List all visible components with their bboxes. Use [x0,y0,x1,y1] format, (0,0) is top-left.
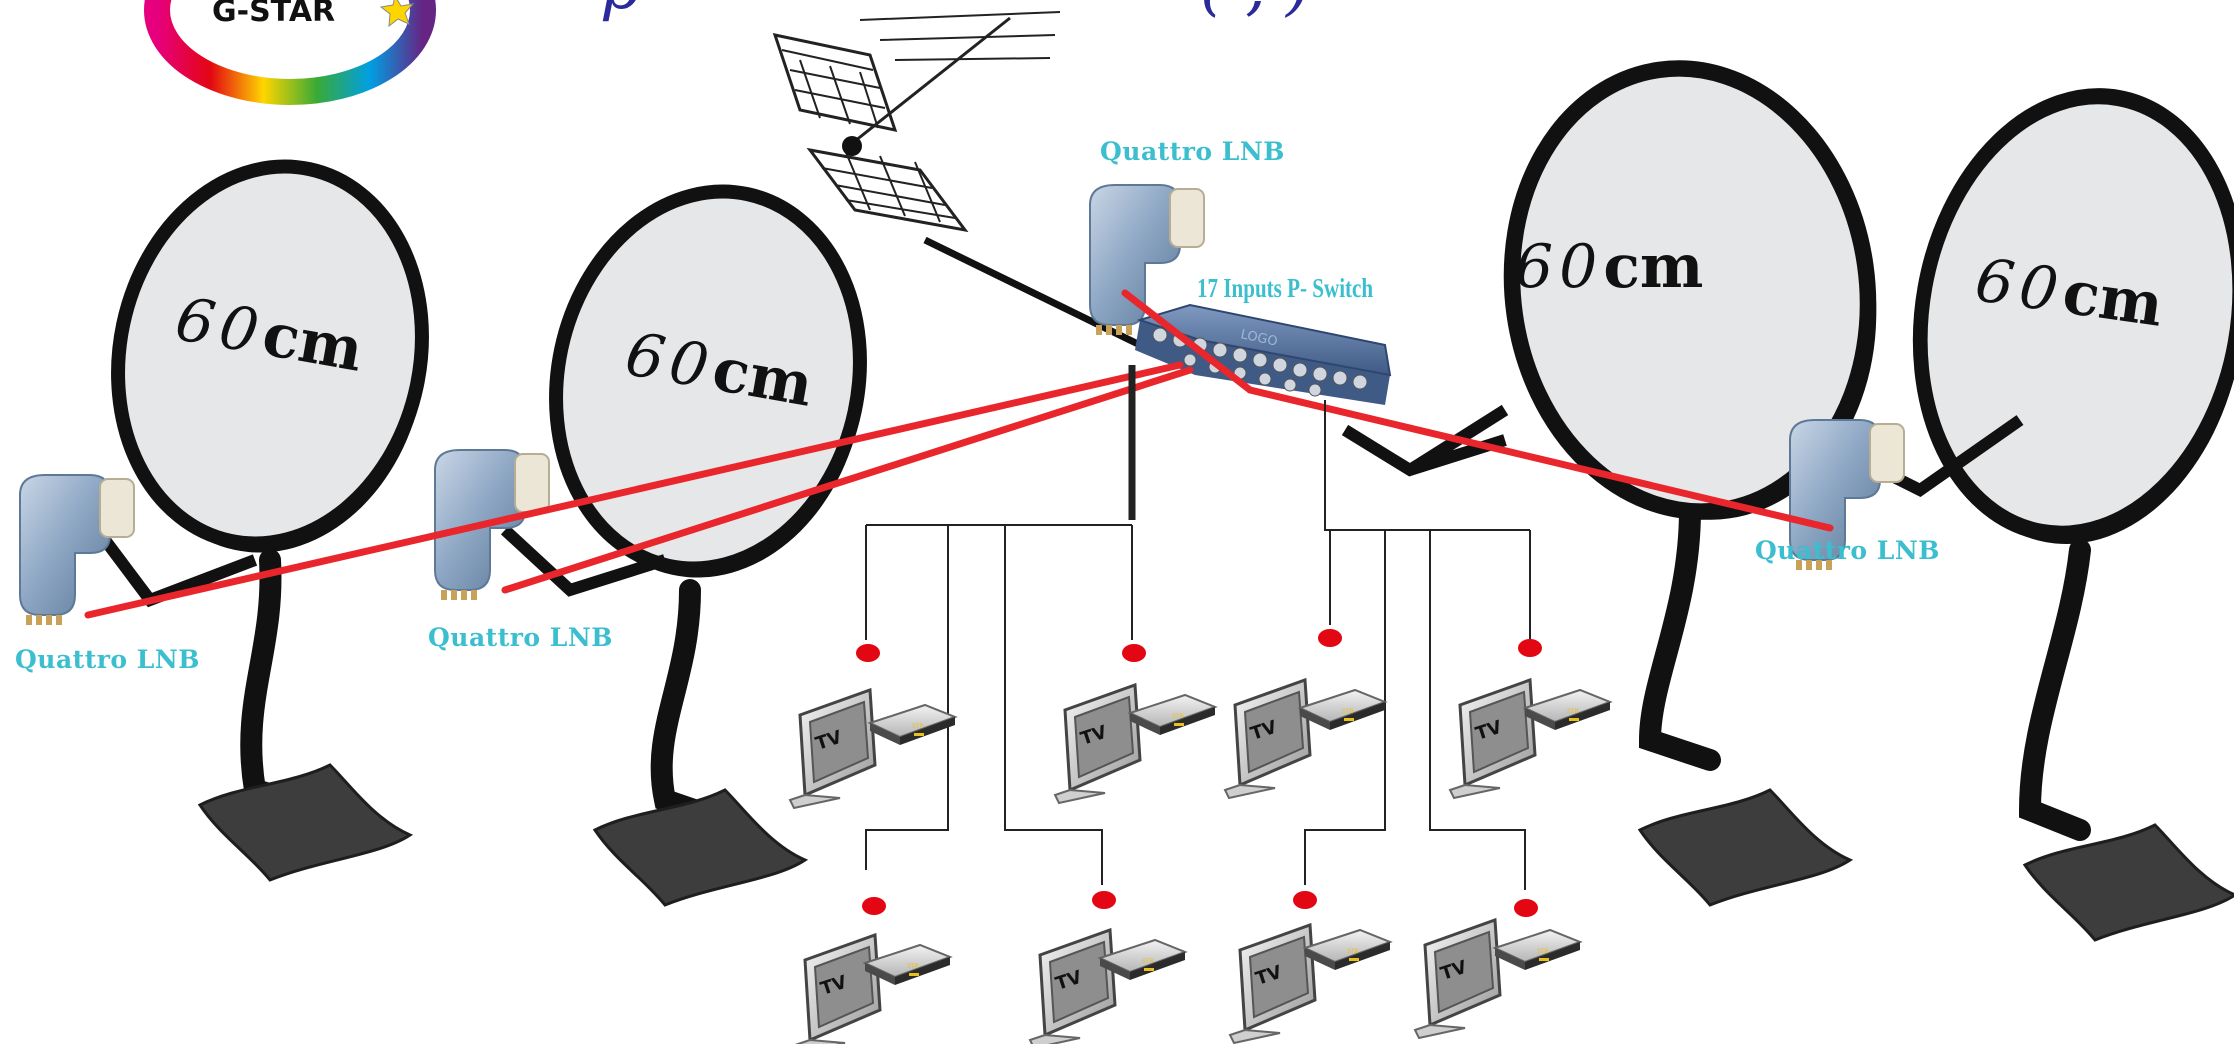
receiver-8 [1413,918,1581,1040]
dish-1 [19,138,462,882]
page-title-fragment-right: ( , ) [1200,0,1311,24]
dish-4-size-unit: cm [2058,257,2168,341]
stb-label: STB [1142,958,1154,965]
dish-4-lnb-label: Quattro LNB [1755,536,1940,565]
dish-3-size-number: 60 [1515,232,1604,302]
dish-3-size-unit: cm [1603,232,1704,302]
stb-label: STB [1567,708,1579,715]
receiver-1 [788,688,956,810]
stb-label: STB [1342,708,1354,715]
dish-4-size-number: 60 [1971,245,2069,327]
dish-1-lnb-label: Quattro LNB [15,645,200,674]
receiver-5 [793,933,951,1044]
top-lnb-label: Quattro LNB [1100,137,1285,166]
dish-3-size-label: 60cm [1515,232,1703,302]
receiver-2 [1053,683,1216,805]
logo-text: G-STAR [212,0,336,29]
dish-4 [1789,71,2234,942]
stb-label: STB [912,723,924,730]
dish-2 [434,163,900,907]
output-wiring [865,365,1531,890]
stb-label: STB [1537,948,1549,955]
output-nodes [856,629,1542,917]
dish-1-size-number: 60 [170,284,270,369]
receiver-7 [1228,923,1391,1044]
multiswitch-label: 17 Inputs P- Switch [1197,273,1374,303]
receiver-6 [1028,928,1186,1044]
signal-cables [84,289,1834,619]
terrestrial-antenna [772,11,1142,349]
dish-2-lnb-label: Quattro LNB [428,623,613,652]
gstar-logo [144,0,436,105]
multiswitch: LOGO [1135,303,1392,405]
page-title-fragment-left: p [600,0,641,24]
stb-label: STB [1172,713,1184,720]
dish-2-size-number: 60 [620,319,720,404]
stb-label: STB [907,963,919,970]
receiver-3 [1223,678,1386,800]
receiver-4 [1448,678,1611,800]
stb-label: STB [1347,948,1359,955]
